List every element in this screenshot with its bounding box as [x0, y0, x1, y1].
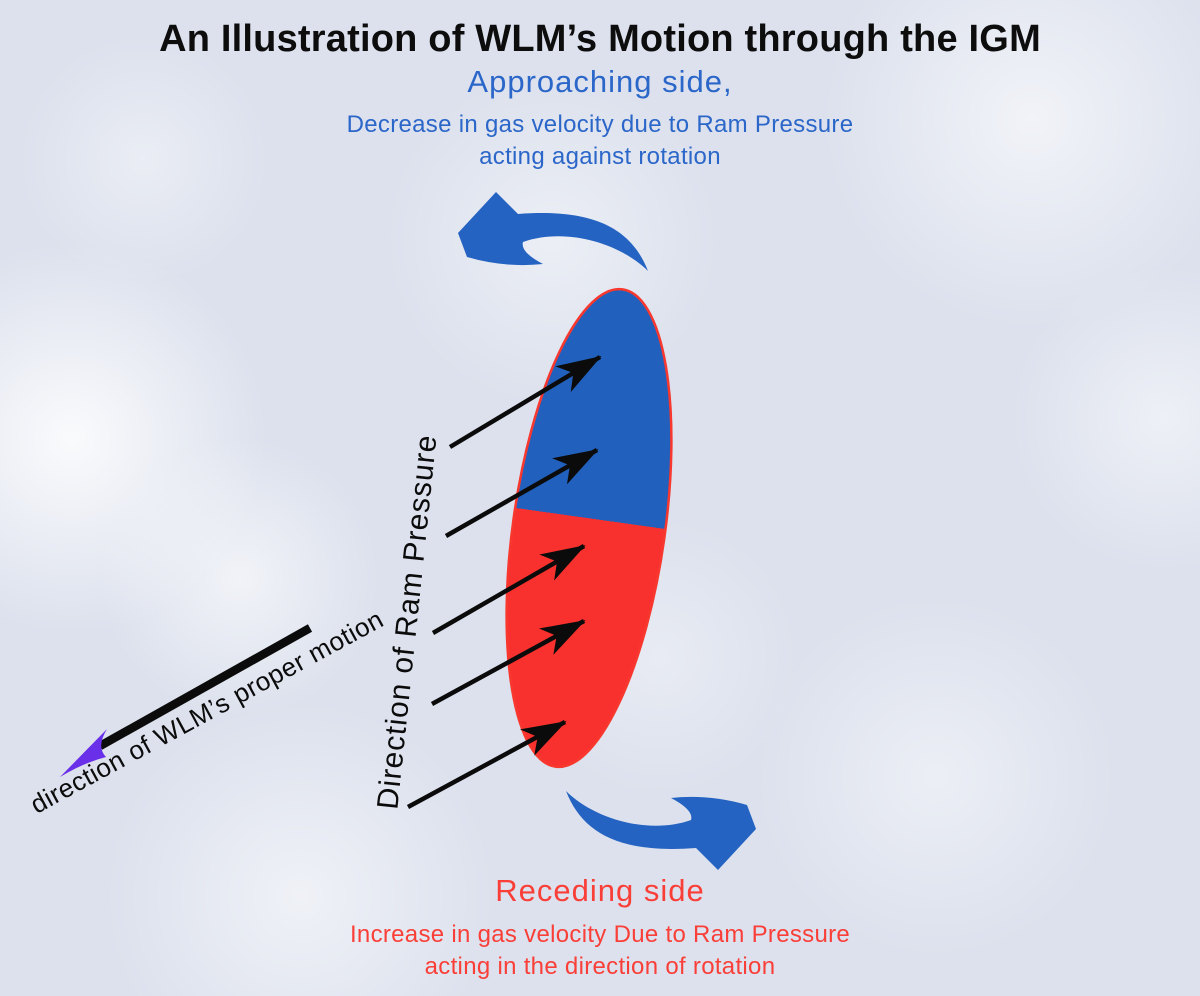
receding-side-heading: Receding side [495, 873, 705, 908]
ram-pressure-arrow-3 [431, 544, 586, 635]
approaching-rotation-arrow [458, 192, 648, 271]
approaching-side-description-line2: acting against rotation [479, 143, 721, 170]
ram-pressure-arrow-5 [406, 720, 567, 809]
proper-motion-arrow-line [97, 624, 313, 750]
ram-pressure-arrow-4 [430, 619, 586, 706]
page-title: An Illustration of WLM’s Motion through … [159, 18, 1041, 60]
ram-pressure-arrows [406, 355, 602, 809]
proper-motion-arrowhead [60, 729, 107, 777]
ram-pressure-arrow-1 [448, 355, 602, 449]
approaching-side-description-line1: Decrease in gas velocity due to Ram Pres… [346, 111, 854, 138]
proper-motion-arrow [60, 624, 313, 777]
approaching-side-heading: Approaching side, [467, 64, 733, 99]
galaxy-ellipse [505, 287, 673, 769]
ram-pressure-arrow-2 [444, 448, 599, 538]
receding-side-description-line2: acting in the direction of rotation [424, 953, 776, 980]
receding-side-description-line1: Increase in gas velocity Due to Ram Pres… [349, 921, 851, 948]
receding-rotation-arrow [566, 791, 756, 870]
